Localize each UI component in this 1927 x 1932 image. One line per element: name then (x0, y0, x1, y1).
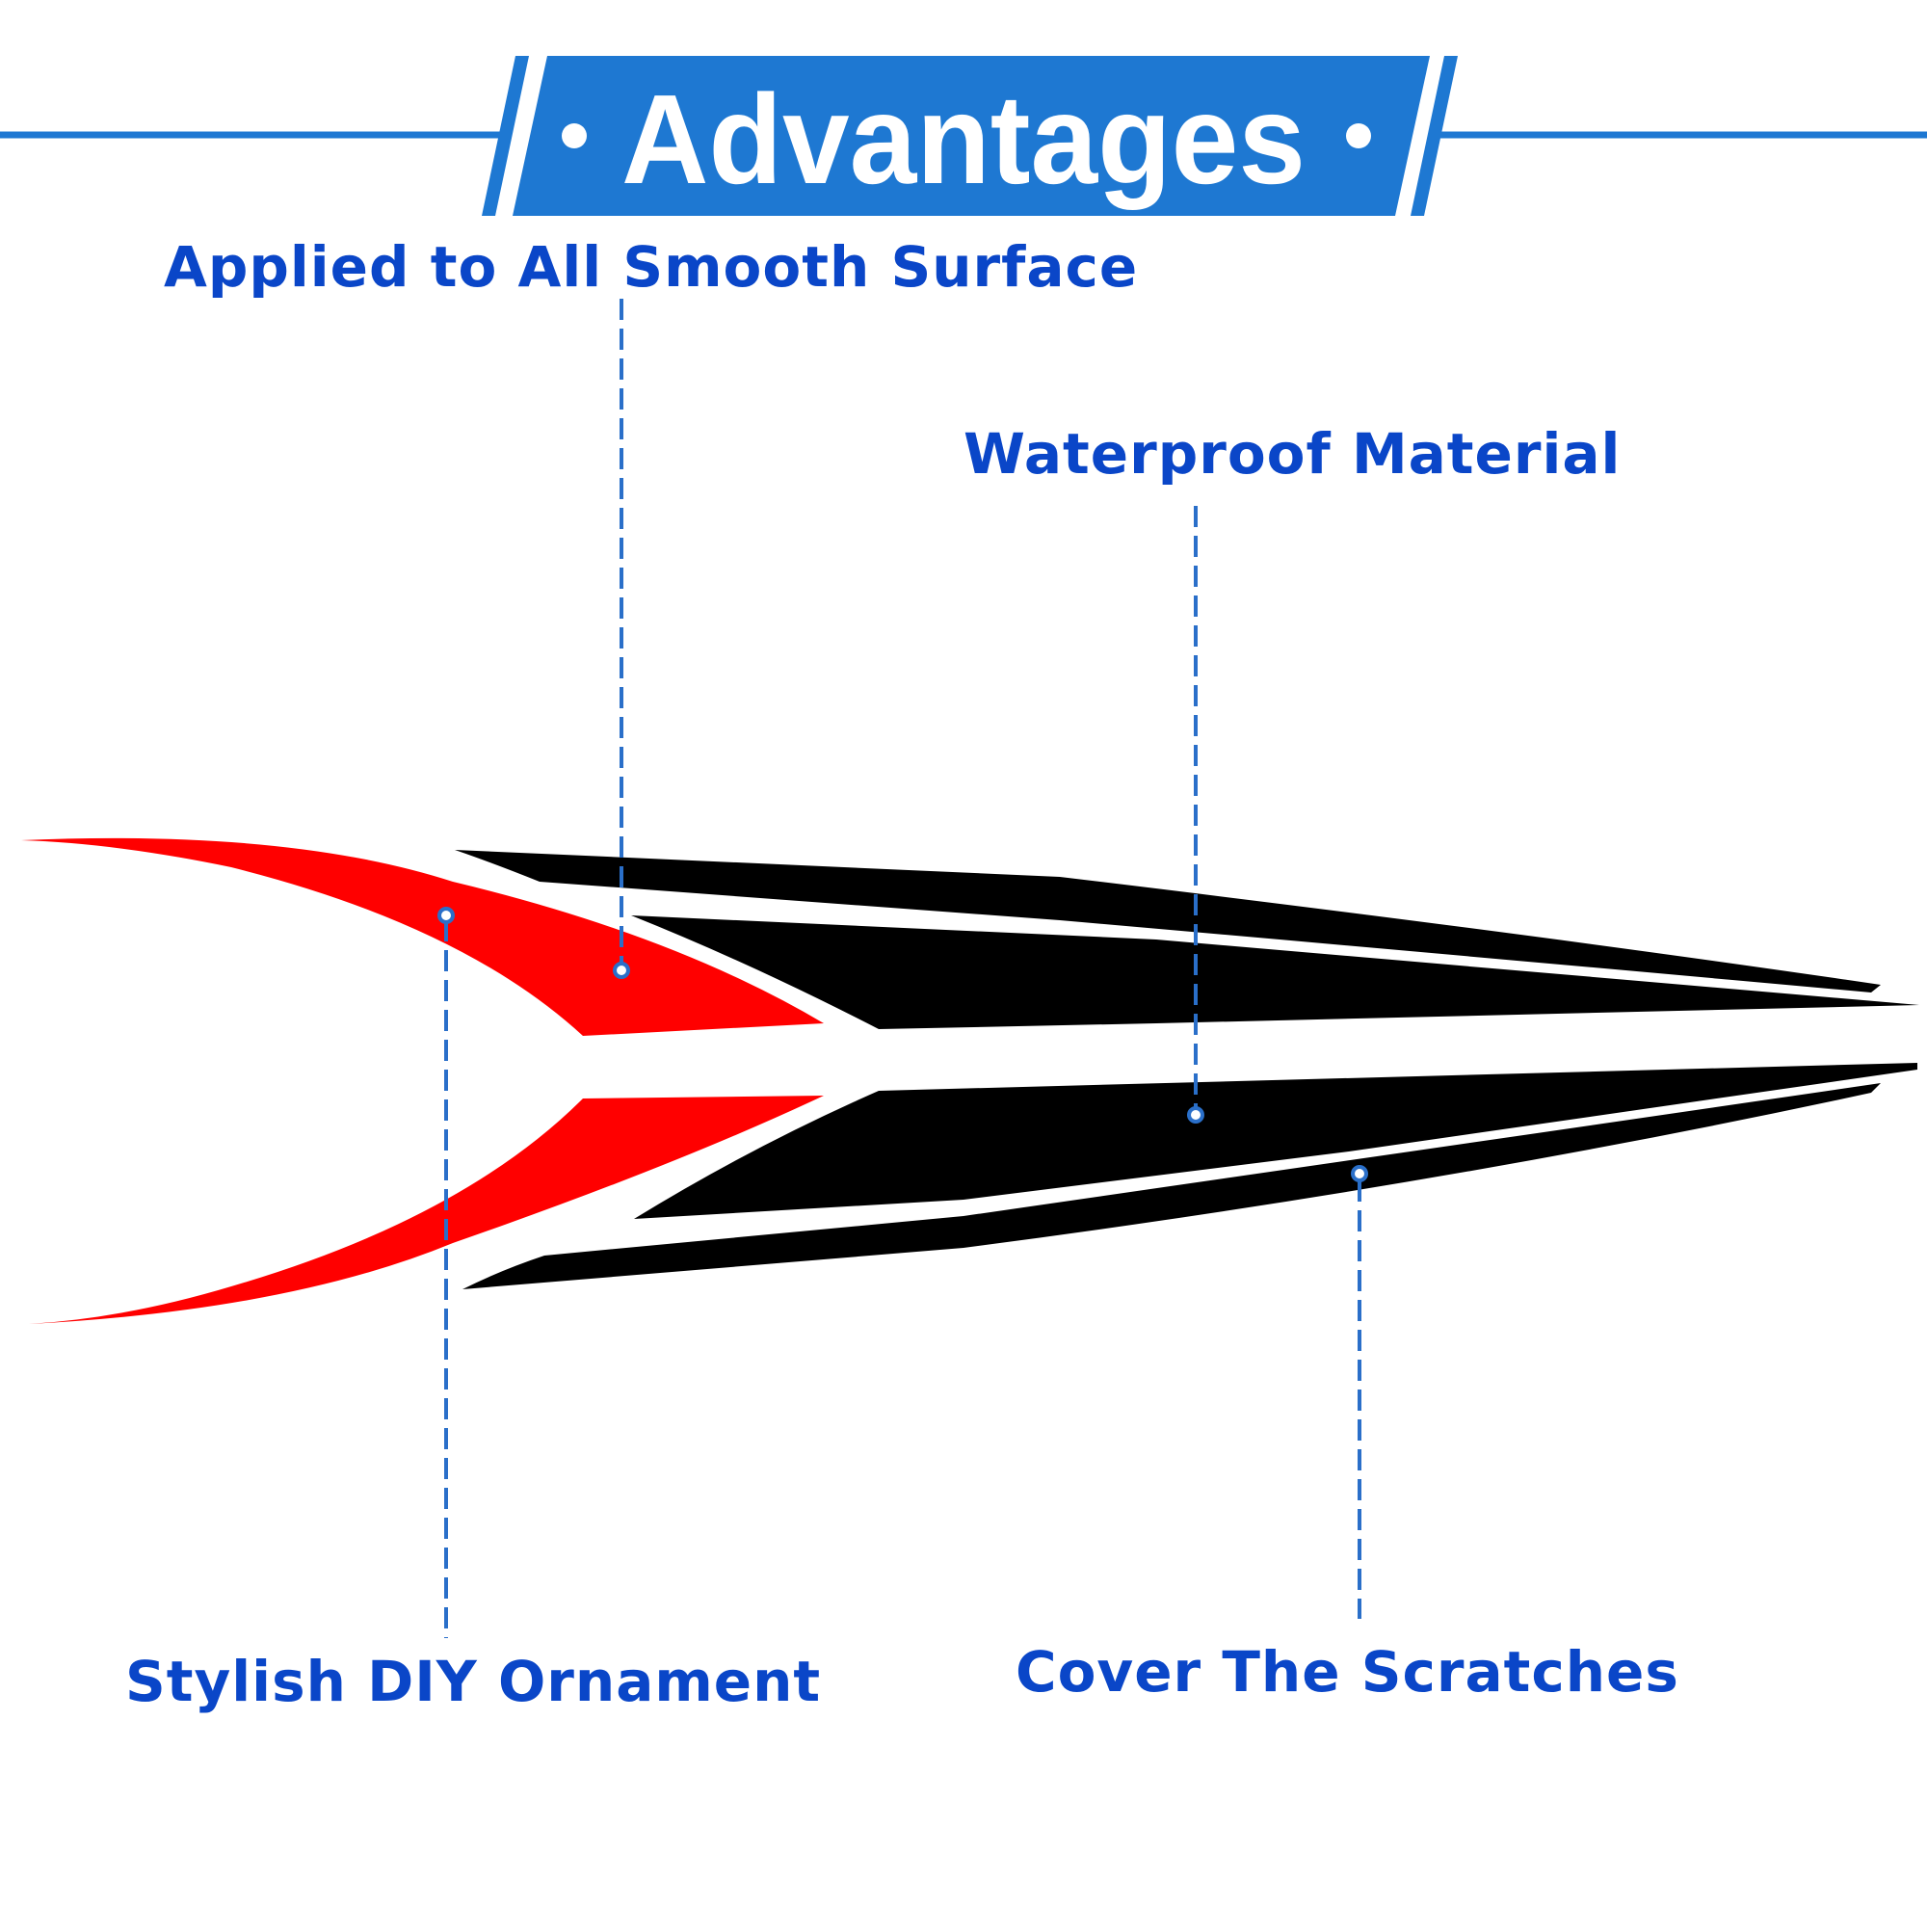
decal-black-lower-thick (634, 1063, 1917, 1219)
dot-circle-icon (1351, 1165, 1368, 1182)
decal-red-lower (29, 1096, 824, 1324)
caption-stylish-ornament: Stylish DIY Ornament (125, 1649, 822, 1714)
caption-waterproof-material: Waterproof Material (964, 421, 1622, 487)
dot-circle-icon (1187, 1106, 1204, 1124)
title-bullet-right-icon (1346, 123, 1371, 148)
caption-applied-surface: Applied to All Smooth Surface (164, 234, 1139, 300)
title-bullet-left-icon (562, 123, 587, 148)
caption-cover-scratches: Cover The Scratches (1016, 1639, 1679, 1705)
banner-stripe-left (482, 56, 529, 216)
banner-stripe-right (1411, 56, 1458, 216)
decal-black-lower-thin (462, 1083, 1881, 1289)
banner-box (513, 56, 1430, 216)
dot-circle-icon (437, 907, 455, 924)
callouts (444, 299, 1361, 1638)
decal-graphic (21, 837, 1919, 1324)
header-banner: Advantages (0, 56, 1927, 216)
page-title: Advantages (621, 68, 1306, 210)
decal-black-upper-thick (631, 915, 1919, 1029)
decal-black-upper-thin (455, 850, 1881, 992)
decal-red-upper (21, 837, 824, 1036)
callout-markers (437, 907, 1368, 1182)
dot-circle-icon (613, 962, 630, 979)
